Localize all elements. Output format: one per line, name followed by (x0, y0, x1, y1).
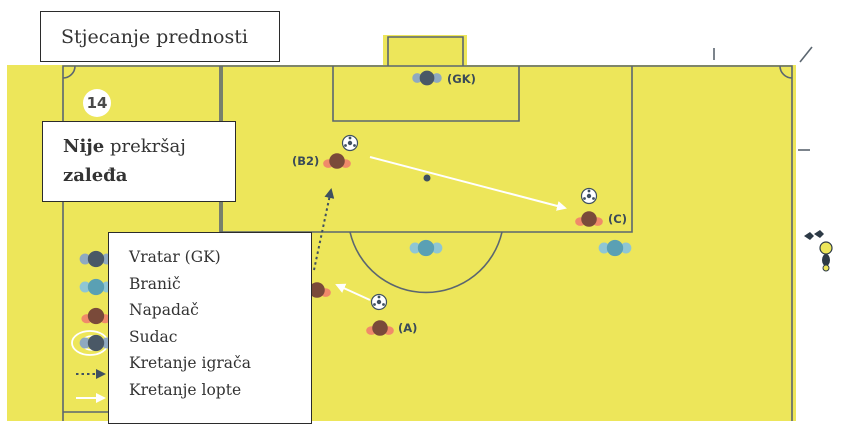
decision-bold-2: zaleđa (63, 165, 128, 186)
goal-area (332, 66, 520, 122)
decision-bold-1: Nije (63, 136, 105, 157)
flag-mark (799, 46, 813, 63)
legend-box: Vratar (GK) Branič Napadač Sudac Kretanj… (108, 232, 312, 424)
legend-item-ball-movement: Kretanje lopte (129, 380, 242, 399)
legend-item-goalkeeper: Vratar (GK) (129, 248, 221, 266)
decision-text-1: prekršaj (104, 136, 186, 157)
attacker-c-label: (C) (608, 212, 627, 226)
legend-item-referee: Sudac (129, 327, 178, 346)
legend-item-defender: Branič (129, 274, 181, 293)
attacker-a-label: (A) (398, 321, 417, 335)
corner-arc-right (779, 65, 793, 79)
goal-surface (383, 35, 467, 67)
goalkeeper-label: (GK) (447, 72, 476, 86)
ball-movement-arrow (369, 156, 567, 211)
attacker-b2-label: (B2) (292, 154, 319, 168)
number-badge-text: 14 (87, 94, 108, 112)
number-badge (83, 89, 111, 117)
touchline (62, 65, 793, 421)
title-text: Stjecanje prednosti (61, 26, 248, 48)
penalty-arc (349, 231, 503, 294)
title-box: Stjecanje prednosti (40, 11, 280, 62)
ball-icon (580, 187, 598, 205)
decision-box: Nije prekršaj zaleđa (42, 121, 236, 202)
assistant-referee (804, 230, 833, 272)
legend-item-player-movement: Kretanje igrača (129, 354, 251, 372)
corner-arc-left (62, 65, 76, 79)
player-movement-arrow (313, 188, 335, 271)
legend-item-attacker: Napadač (129, 301, 199, 319)
ball-movement-arrow (335, 283, 371, 301)
ball-icon (341, 134, 359, 152)
penalty-spot (423, 174, 431, 182)
goal (387, 36, 464, 66)
ball-icon (370, 293, 388, 311)
